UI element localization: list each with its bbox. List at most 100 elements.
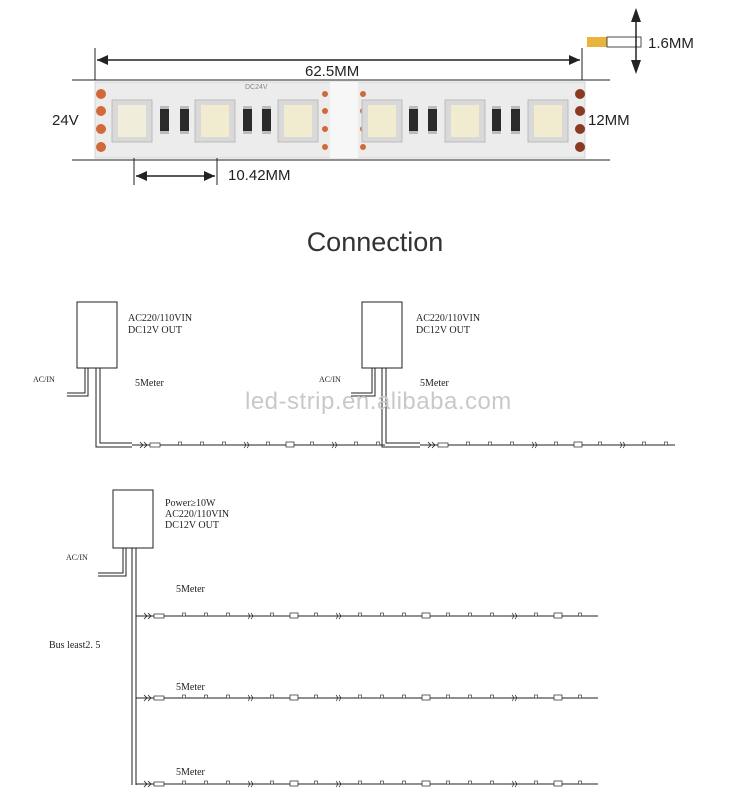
strip-led-mark <box>578 612 582 617</box>
connector-plug <box>437 442 449 448</box>
bottom-run-3-length: 5Meter <box>176 767 205 778</box>
ps1-output-spec: DC12V OUT <box>128 325 182 336</box>
strip-led-mark <box>266 441 270 446</box>
strip-break-mark <box>511 694 517 702</box>
ps1-ac-input: AC/IN <box>33 375 55 384</box>
power-supply-box-2 <box>361 301 403 369</box>
ps3-ac-input: AC/IN <box>66 553 88 562</box>
thickness-strip-edge <box>587 37 607 47</box>
connector-mark <box>143 694 148 702</box>
strip-led-mark <box>226 780 230 785</box>
strip-led-mark <box>226 694 230 699</box>
thickness-label: 1.6MM <box>648 35 694 52</box>
ps2-run-length: 5Meter <box>420 378 449 389</box>
strip-led-mark <box>204 612 208 617</box>
led-chip <box>194 99 236 143</box>
strip-led-mark <box>182 694 186 699</box>
connection-title: Connection <box>306 227 444 257</box>
right-solder-pads <box>575 89 585 152</box>
pcb-marking: DC24V <box>245 84 268 91</box>
led-chip <box>444 99 486 143</box>
segment-gap <box>330 82 358 158</box>
ps3-output-spec: DC12V OUT <box>165 520 219 531</box>
resistor-caps <box>160 106 520 134</box>
strip-cut-mark <box>421 780 431 787</box>
strip-break-mark <box>511 780 517 788</box>
ps1-run-length: 5Meter <box>135 378 164 389</box>
strip-led-mark <box>358 612 362 617</box>
strip-led-mark <box>446 612 450 617</box>
ps2-input-spec: AC220/110VIN <box>416 313 481 324</box>
strip-led-mark <box>182 780 186 785</box>
strip-led-mark <box>270 694 274 699</box>
strip-cut-mark <box>573 441 583 448</box>
width-label: 12MM <box>588 112 630 129</box>
bottom-run-2-length: 5Meter <box>176 682 205 693</box>
strip-led-mark <box>314 612 318 617</box>
strip-break-mark <box>243 441 249 449</box>
strip-led-mark <box>270 612 274 617</box>
strip-led-mark <box>380 612 384 617</box>
strip-led-mark <box>314 694 318 699</box>
led-chip <box>527 99 569 143</box>
strip-led-mark <box>380 694 384 699</box>
strip-led-mark <box>358 780 362 785</box>
strip-cut-mark <box>289 780 299 787</box>
ps2-output-spec: DC12V OUT <box>416 325 470 336</box>
strip-led-mark <box>182 612 186 617</box>
connector-mark <box>427 441 432 449</box>
connector-mark <box>147 780 152 788</box>
strip-break-mark <box>619 441 625 449</box>
strip-break-mark <box>511 612 517 620</box>
strip-cut-mark <box>421 694 431 701</box>
strip-led-mark <box>534 612 538 617</box>
strip-led-mark <box>204 694 208 699</box>
strip-break-mark <box>247 780 253 788</box>
strip-led-mark <box>468 694 472 699</box>
ps3-power-spec: Power≥10W <box>165 498 216 509</box>
strip-led-mark <box>204 780 208 785</box>
connector-mark <box>147 612 152 620</box>
strip-cut-mark <box>289 612 299 619</box>
strip-cut-mark <box>553 694 563 701</box>
ps3-input-spec: AC220/110VIN <box>165 509 230 520</box>
ps1-input-spec: AC220/110VIN <box>128 313 193 324</box>
strip-led-mark <box>488 441 492 446</box>
strip-led-mark <box>314 780 318 785</box>
strip-led-mark <box>446 780 450 785</box>
led-chip <box>277 99 319 143</box>
connector-plug <box>153 613 165 619</box>
bottom-run-1-length: 5Meter <box>176 584 205 595</box>
strip-break-mark <box>335 694 341 702</box>
strip-led-mark <box>446 694 450 699</box>
pitch-label: 10.42MM <box>228 167 291 184</box>
strip-led-mark <box>178 441 182 446</box>
strip-led-mark <box>358 694 362 699</box>
watermark: led-strip.en.alibaba.com <box>245 388 512 415</box>
bus-wire-label: Bus least2. 5 <box>49 640 101 651</box>
strip-break-mark <box>331 441 337 449</box>
connector-mark <box>143 612 148 620</box>
strip-led-mark <box>642 441 646 446</box>
strip-led-mark <box>402 612 406 617</box>
connector-mark <box>139 441 144 449</box>
strip-led-mark <box>402 694 406 699</box>
connector-mark <box>143 441 148 449</box>
power-supply-box-3 <box>112 489 154 549</box>
strip-led-mark <box>468 780 472 785</box>
strip-break-mark <box>335 612 341 620</box>
strip-break-mark <box>335 780 341 788</box>
strip-cut-mark <box>553 612 563 619</box>
strip-cut-mark <box>421 612 431 619</box>
connector-plug <box>153 695 165 701</box>
led-chip <box>111 99 153 143</box>
strip-break-mark <box>247 612 253 620</box>
strip-break-mark <box>247 694 253 702</box>
strip-led-mark <box>468 612 472 617</box>
voltage-label: 24V <box>52 112 79 129</box>
strip-led-mark <box>402 780 406 785</box>
resistors <box>160 108 520 132</box>
strip-led-mark <box>376 441 380 446</box>
strip-led-mark <box>510 441 514 446</box>
